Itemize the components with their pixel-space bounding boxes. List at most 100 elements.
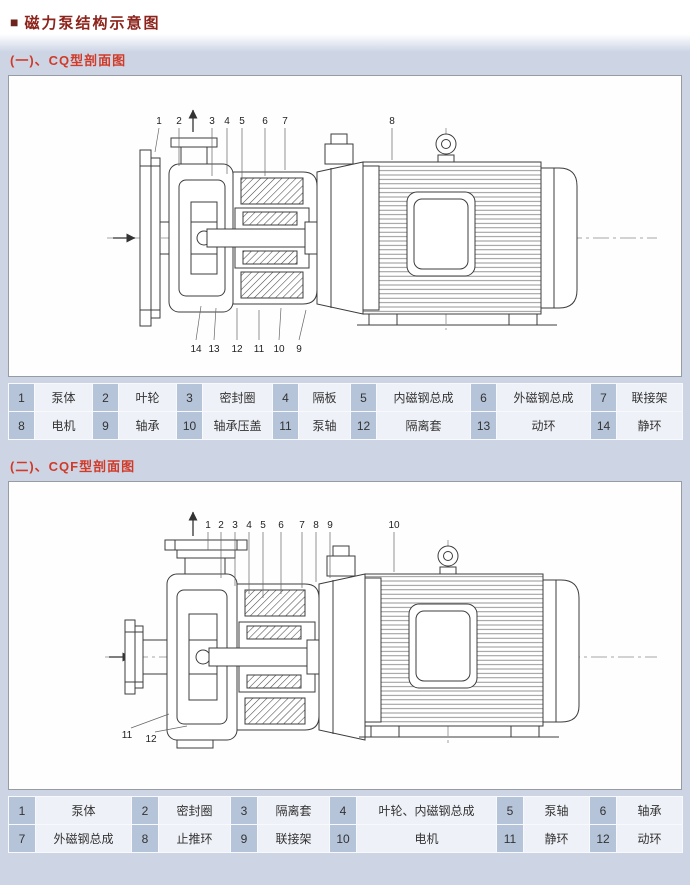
- motor: [357, 133, 578, 326]
- part-name: 电机: [356, 824, 497, 853]
- callout-number: 4: [224, 116, 230, 127]
- part-no: 12: [589, 824, 617, 853]
- callout-number: 3: [232, 520, 238, 531]
- part-name: 泵轴: [298, 411, 351, 440]
- inner-magnet: [242, 211, 298, 226]
- part-name: 外磁钢总成: [496, 383, 591, 412]
- suction-flange: [139, 149, 161, 327]
- callout-number: 7: [282, 116, 288, 127]
- inner-magnet: [242, 250, 298, 265]
- part-name: 隔板: [298, 383, 351, 412]
- inner-magnet: [246, 625, 302, 640]
- cqf-diagram-panel: 1 2 3 4 5 6 7 8 9 10 11 12: [8, 481, 682, 790]
- part-no: 7: [8, 824, 36, 853]
- part-no: 3: [176, 383, 203, 412]
- pump-casing: [166, 573, 238, 749]
- part-name: 泵体: [35, 796, 132, 825]
- part-no: 4: [329, 796, 357, 825]
- part-name: 电机: [34, 411, 93, 440]
- part-name: 外磁钢总成: [35, 824, 132, 853]
- part-no: 12: [350, 411, 377, 440]
- callout-number: 6: [278, 520, 284, 531]
- callout-number: 3: [209, 116, 215, 127]
- part-no: 14: [590, 411, 617, 440]
- connecting-bracket: [318, 545, 366, 741]
- part-name: 动环: [616, 824, 683, 853]
- outer-magnet: [240, 271, 304, 299]
- callout-number: 12: [145, 734, 157, 745]
- part-no: 9: [230, 824, 258, 853]
- part-no: 6: [470, 383, 497, 412]
- callout-number: 5: [260, 520, 266, 531]
- section-2-heading: (二)、CQF型剖面图: [10, 459, 136, 474]
- part-name: 轴承: [616, 796, 683, 825]
- part-name: 泵轴: [523, 796, 590, 825]
- part-name: 泵体: [34, 383, 93, 412]
- cqf-cross-section-drawing: 1 2 3 4 5 6 7 8 9 10 11 12: [105, 511, 657, 749]
- section-1-heading: (一)、CQ型剖面图: [10, 53, 127, 68]
- part-no: 6: [589, 796, 617, 825]
- part-no: 13: [470, 411, 497, 440]
- callout-number: 10: [273, 344, 285, 355]
- callout-number: 2: [176, 116, 182, 127]
- callout-number: 9: [296, 344, 302, 355]
- part-name: 轴承压盖: [202, 411, 273, 440]
- cq-parts-table: 1 泵体 2 叶轮 3 密封圈 4 隔板 5 内磁钢总成 6 外磁钢总成 7 联…: [8, 383, 683, 440]
- part-name: 联接架: [616, 383, 683, 412]
- part-name: 静环: [523, 824, 590, 853]
- outer-magnet: [240, 177, 304, 205]
- part-name: 隔离套: [257, 796, 330, 825]
- part-no: 4: [272, 383, 299, 412]
- part-name: 止推环: [158, 824, 231, 853]
- motor-foot: [368, 313, 398, 326]
- motor-foot: [508, 313, 538, 326]
- inner-magnet: [246, 674, 302, 689]
- part-no: 1: [8, 796, 36, 825]
- part-name: 隔离套: [376, 411, 471, 440]
- callout-number: 11: [254, 344, 265, 355]
- part-no: 11: [496, 824, 524, 853]
- leader-lines: [154, 127, 393, 341]
- callout-number: 11: [122, 730, 133, 741]
- callout-number: 8: [389, 116, 395, 127]
- outer-magnet: [244, 589, 306, 617]
- part-name: 密封圈: [158, 796, 231, 825]
- connecting-bracket: [316, 133, 364, 315]
- callout-number: 14: [190, 344, 202, 355]
- motor-foot: [370, 725, 400, 738]
- motor-foot: [510, 725, 540, 738]
- table-row: 7 外磁钢总成 8 止推环 9 联接架 10 电机 11 静环 12 动环: [8, 824, 683, 853]
- page-title: 磁力泵结构示意图: [24, 14, 161, 32]
- part-no: 5: [350, 383, 377, 412]
- page-header: ■ 磁力泵结构示意图: [0, 0, 690, 38]
- cq-diagram-panel: 1 2 3 4 5 6 7 8 14 13 12 11 10 9: [8, 75, 682, 377]
- part-no: 8: [8, 411, 35, 440]
- callout-number: 6: [262, 116, 268, 127]
- callout-number: 4: [246, 520, 252, 531]
- callout-number: 1: [156, 116, 162, 127]
- callout-number: 2: [218, 520, 224, 531]
- pump-foot: [176, 739, 214, 749]
- part-no: 5: [496, 796, 524, 825]
- part-name: 密封圈: [202, 383, 273, 412]
- part-name: 动环: [496, 411, 591, 440]
- part-no: 7: [590, 383, 617, 412]
- part-no: 2: [92, 383, 119, 412]
- table-row: 1 泵体 2 叶轮 3 密封圈 4 隔板 5 内磁钢总成 6 外磁钢总成 7 联…: [8, 383, 683, 412]
- cq-cross-section-drawing: 1 2 3 4 5 6 7 8 14 13 12 11 10 9: [107, 109, 657, 355]
- part-no: 9: [92, 411, 119, 440]
- callout-number: 8: [313, 520, 319, 531]
- table-row: 8 电机 9 轴承 10 轴承压盖 11 泵轴 12 隔离套 13 动环 14 …: [8, 411, 683, 440]
- outer-magnet: [244, 697, 306, 725]
- part-no: 8: [131, 824, 159, 853]
- part-no: 10: [329, 824, 357, 853]
- callout-number: 5: [239, 116, 245, 127]
- part-name: 轴承: [118, 411, 177, 440]
- discharge-flange: [170, 137, 218, 164]
- part-no: 11: [272, 411, 299, 440]
- callout-number: 10: [388, 520, 400, 531]
- cqf-parts-table: 1 泵体 2 密封圈 3 隔离套 4 叶轮、内磁钢总成 5 泵轴 6 轴承 7 …: [8, 796, 683, 853]
- part-no: 3: [230, 796, 258, 825]
- suction-flange: [124, 619, 144, 695]
